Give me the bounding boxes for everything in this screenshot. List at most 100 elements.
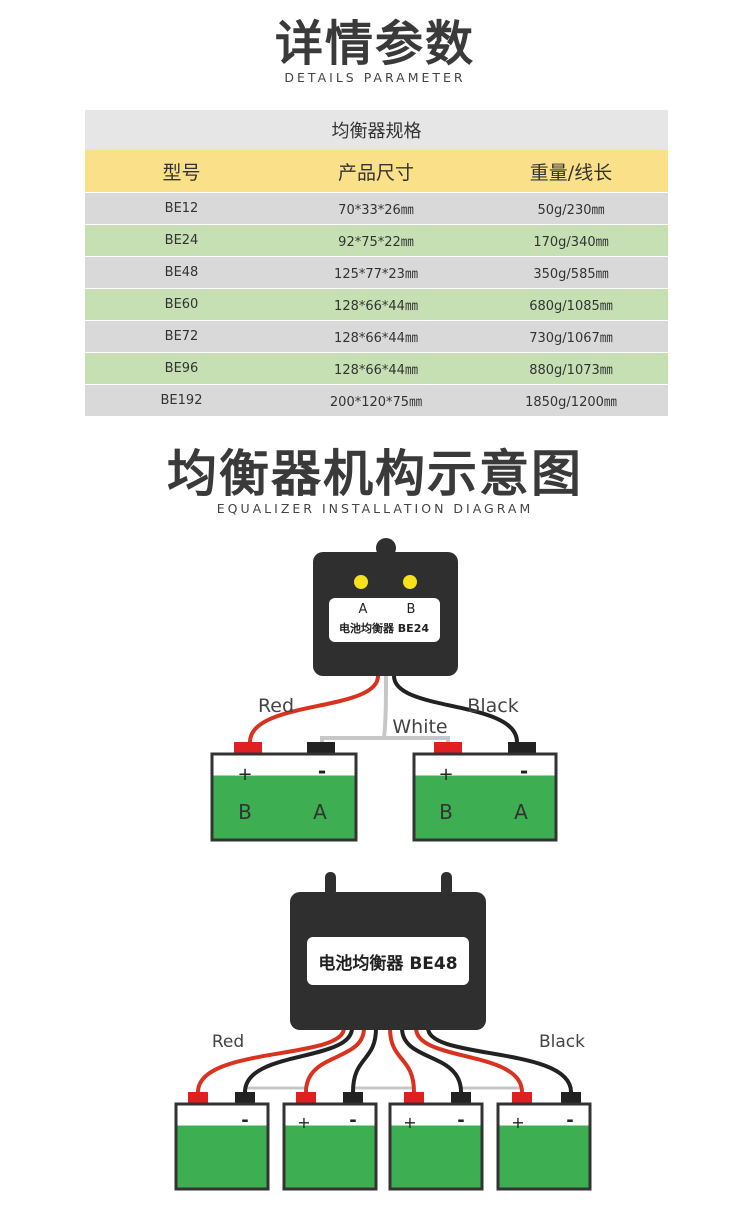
led-b	[403, 575, 417, 589]
diagram-subtitle: EQUALIZER INSTALLATION DIAGRAM	[216, 501, 534, 516]
plus-sign: +	[511, 1113, 524, 1132]
black-wire	[426, 1027, 573, 1093]
header-model: 型号	[162, 161, 201, 184]
red-wire	[414, 1027, 524, 1093]
device-label: 电池均衡器 BE24	[339, 621, 429, 635]
battery-terminal-positive	[188, 1092, 208, 1104]
cell-weight: 730g/1067㎜	[529, 331, 613, 346]
plus-sign: +	[403, 1113, 416, 1132]
table-header-row: 型号 产品尺寸 重量/线长	[85, 150, 668, 192]
battery-top-band	[415, 755, 555, 776]
header-weight-length: 重量/线长	[529, 161, 613, 184]
battery-top-band	[391, 1105, 481, 1126]
label-b: B	[407, 602, 416, 617]
cell-model: BE72	[164, 329, 199, 344]
cell-model: BE48	[164, 265, 199, 280]
label-a: A	[359, 602, 368, 617]
cell-weight: 1850g/1200㎜	[525, 395, 617, 410]
cell-size: 70*33*26㎜	[338, 203, 414, 218]
cell-size: 128*66*44㎜	[334, 331, 418, 346]
battery-terminal-positive	[512, 1092, 532, 1104]
device-tab	[325, 872, 336, 896]
cell-label-b: B	[439, 800, 453, 824]
cell-weight: 880g/1073㎜	[529, 363, 613, 378]
table-row: BE24 92*75*22㎜ 170g/340㎜	[85, 224, 668, 256]
battery-terminal-negative	[451, 1092, 471, 1104]
spec-table: 均衡器规格 型号 产品尺寸 重量/线长 BE12 70*33*26㎜ 50g/2…	[85, 110, 668, 416]
cell-label-b: B	[238, 800, 252, 824]
cell-weight: 680g/1085㎜	[529, 299, 613, 314]
cell-size: 92*75*22㎜	[338, 235, 414, 250]
details-subtitle: DETAILS PARAMETER	[284, 70, 466, 85]
black-wire	[392, 675, 519, 743]
cell-size: 128*66*44㎜	[334, 299, 418, 314]
battery-terminal-positive	[434, 742, 462, 754]
table-row: BE72 128*66*44㎜ 730g/1067㎜	[85, 320, 668, 352]
battery-terminal-positive	[296, 1092, 316, 1104]
plus-sign: +	[297, 1113, 310, 1132]
table-caption: 均衡器规格	[85, 110, 668, 150]
battery-terminal-negative	[235, 1092, 255, 1104]
cell-model: BE24	[164, 233, 199, 248]
table-row: BE48 125*77*23㎜ 350g/585㎜	[85, 256, 668, 288]
plus-sign: +	[237, 764, 252, 785]
battery-top-band	[499, 1105, 589, 1126]
battery-terminal-negative	[561, 1092, 581, 1104]
red-wire	[388, 1027, 416, 1093]
minus-sign: -	[457, 1110, 464, 1131]
battery-terminal-negative	[343, 1092, 363, 1104]
wire-label-red: Red	[258, 695, 294, 717]
minus-sign: -	[566, 1110, 573, 1131]
black-wire	[351, 1027, 378, 1093]
cell-label-a: A	[313, 800, 327, 824]
cell-model: BE96	[164, 361, 199, 376]
black-wire	[400, 1027, 463, 1093]
minus-sign: -	[520, 759, 528, 783]
wire-label-white: White	[392, 716, 447, 738]
table-row: BE60 128*66*44㎜ 680g/1085㎜	[85, 288, 668, 320]
cell-model: BE60	[164, 297, 199, 312]
cell-weight: 350g/585㎜	[533, 267, 609, 282]
battery-top-band	[285, 1105, 375, 1126]
led-a	[354, 575, 368, 589]
diagram-be48: 电池均衡器 BE48 Red Black - + - + - + -	[174, 872, 592, 1191]
wire-label-black: Black	[539, 1032, 585, 1052]
header-size: 产品尺寸	[337, 161, 414, 184]
table-caption-text: 均衡器规格	[331, 121, 422, 142]
device-label: 电池均衡器 BE48	[318, 953, 457, 974]
red-wire	[248, 675, 380, 743]
minus-sign: -	[349, 1110, 356, 1131]
red-wire	[304, 1027, 366, 1093]
wire-label-black: Black	[467, 695, 518, 717]
cell-weight: 170g/340㎜	[533, 235, 609, 250]
device-label-plate	[307, 937, 469, 985]
cell-model: BE12	[164, 201, 199, 216]
plus-sign: +	[438, 764, 453, 785]
diagram-be24: A B 电池均衡器 BE24 Red White Black + - B A +…	[210, 538, 558, 842]
black-wire	[243, 1027, 354, 1093]
red-wire	[196, 1027, 346, 1093]
battery-terminal-positive	[404, 1092, 424, 1104]
cell-model: BE192	[160, 393, 203, 408]
minus-sign: -	[318, 759, 326, 783]
cell-size: 125*77*23㎜	[334, 267, 418, 282]
battery-terminal-negative	[508, 742, 536, 754]
cell-weight: 50g/230㎜	[537, 203, 605, 218]
cell-size: 128*66*44㎜	[334, 363, 418, 378]
wire-label-red: Red	[212, 1032, 244, 1052]
table-row: BE192 200*120*75㎜ 1850g/1200㎜	[85, 384, 668, 416]
table-row: BE12 70*33*26㎜ 50g/230㎜	[85, 192, 668, 224]
details-title: 详情参数	[274, 16, 475, 72]
battery-terminal-positive	[234, 742, 262, 754]
battery-terminal-negative	[307, 742, 335, 754]
battery-top-band	[213, 755, 355, 776]
device-label-plate	[329, 598, 440, 642]
cell-size: 200*120*75㎜	[329, 395, 423, 410]
battery-top-band	[177, 1105, 267, 1126]
diagram-title: 均衡器机构示意图	[167, 445, 583, 503]
device-tab	[441, 872, 452, 896]
minus-sign: -	[241, 1110, 248, 1131]
table-row: BE96 128*66*44㎜ 880g/1073㎜	[85, 352, 668, 384]
cell-label-a: A	[514, 800, 528, 824]
